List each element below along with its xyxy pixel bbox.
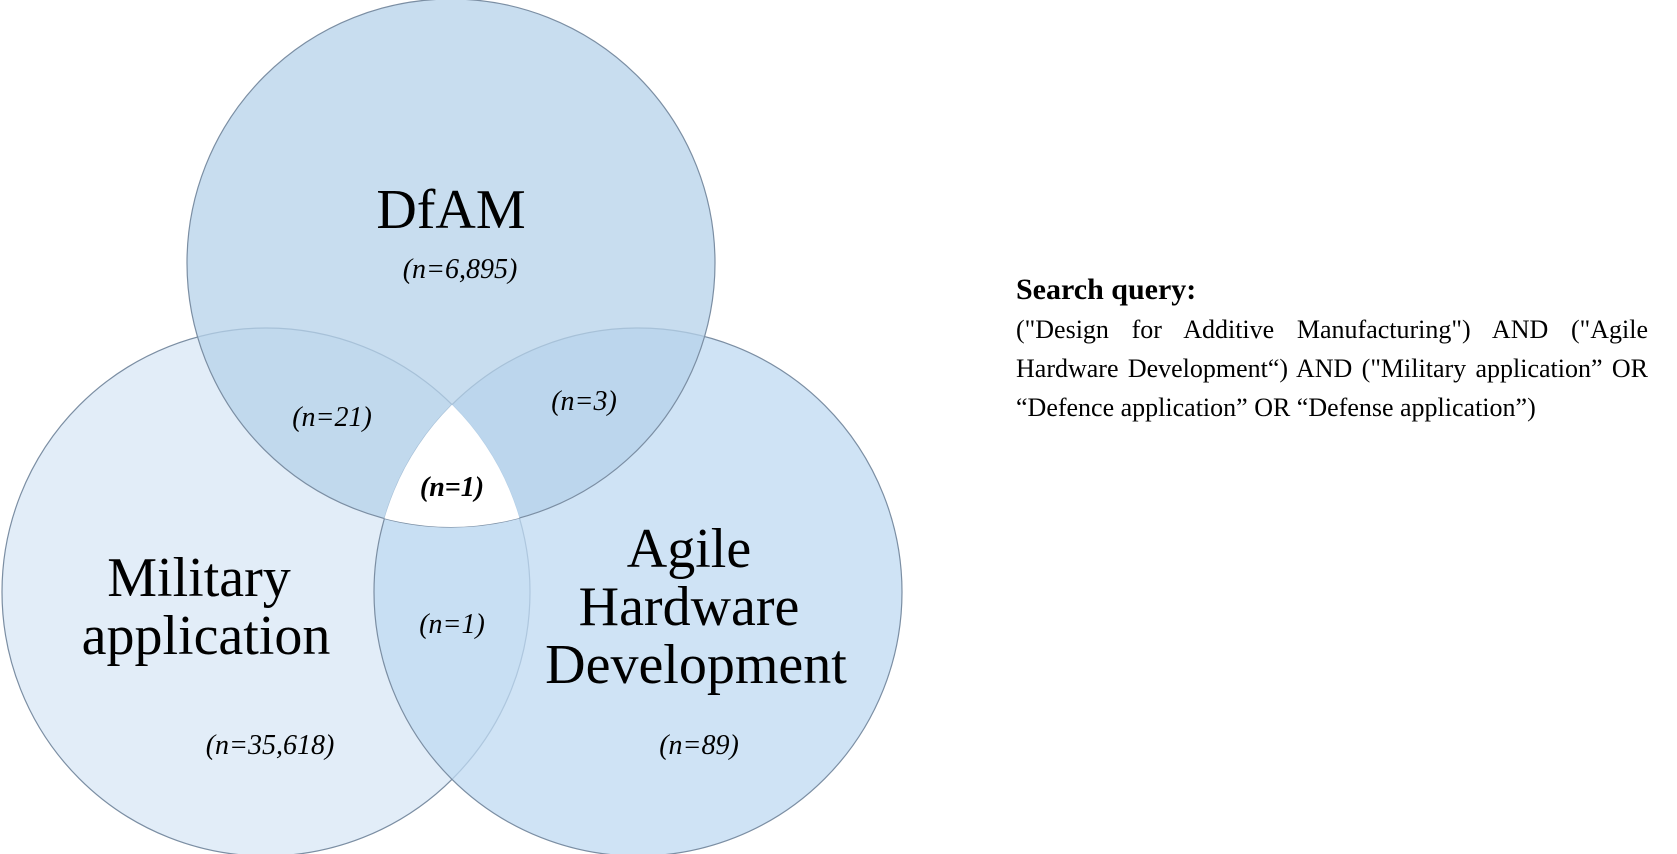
agile-label-line: Agile	[627, 518, 751, 580]
dfam-label: DfAM	[376, 179, 525, 241]
dfam-count: (n=6,895)	[403, 254, 518, 285]
dfam-military-count: (n=21)	[292, 402, 372, 433]
all-three-count: (n=1)	[420, 472, 484, 503]
military-count: (n=35,618)	[206, 730, 335, 761]
search-query-heading: Search query:	[1016, 273, 1197, 306]
search-query-panel: Search query: ("Design for Additive Manu…	[1016, 272, 1648, 427]
military-label-line: application	[82, 605, 331, 667]
military-label-line: Military	[107, 547, 291, 609]
search-query-text: ("Design for Additive Manufacturing") AN…	[1016, 315, 1648, 422]
dfam-agile-count: (n=3)	[551, 386, 617, 417]
agile-label-line: Development	[545, 634, 847, 696]
military-label: Military application	[82, 547, 331, 667]
military-agile-count: (n=1)	[419, 609, 485, 640]
agile-count: (n=89)	[659, 730, 739, 761]
agile-label-line: Hardware	[579, 576, 800, 638]
agile-label: Agile Hardware Development	[545, 518, 847, 696]
venn-diagram: DfAM (n=6,895) Military application (n=3…	[1, 0, 903, 854]
